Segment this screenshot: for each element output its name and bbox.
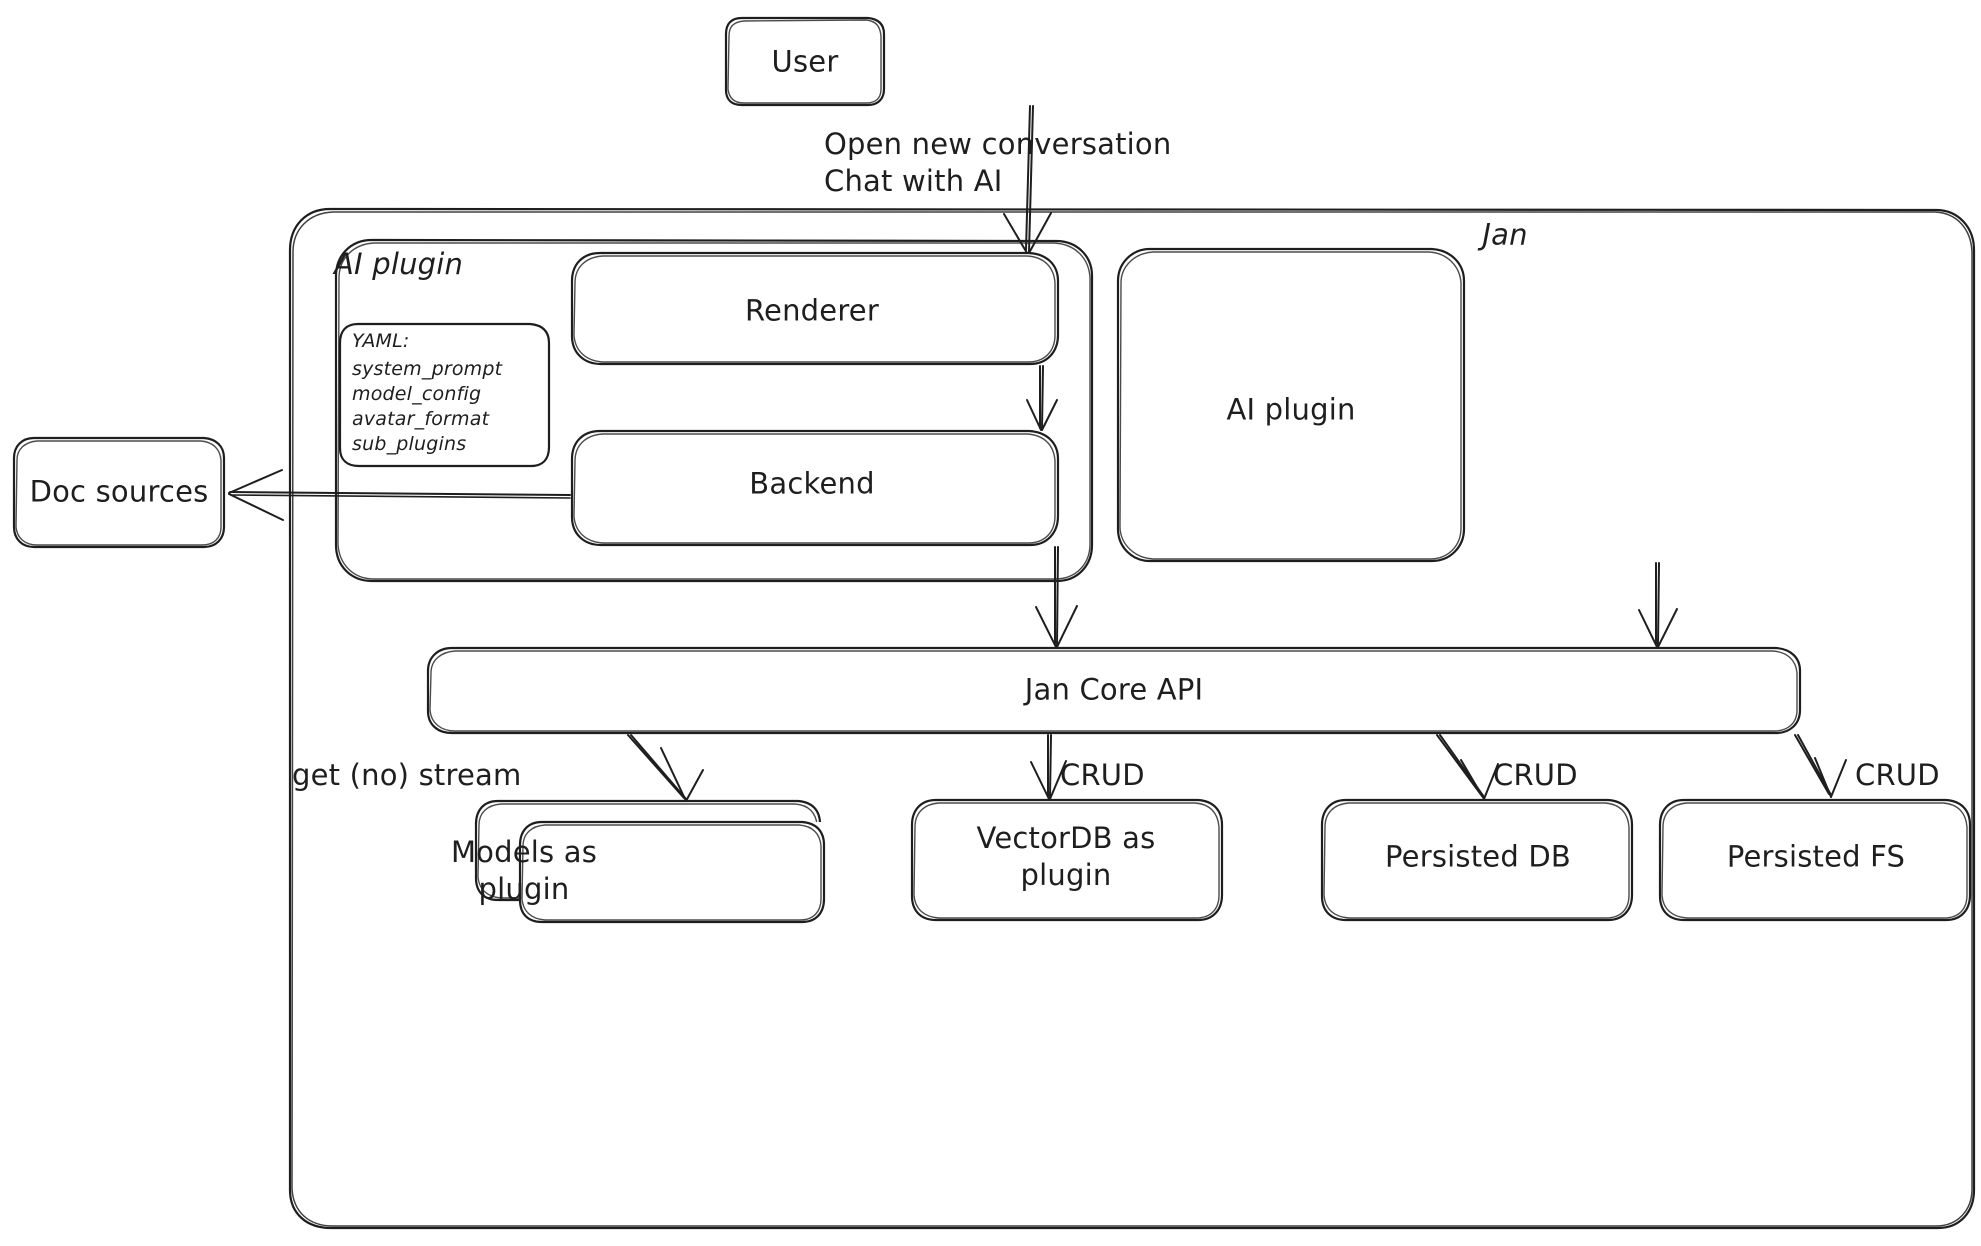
container-ai-plugin-group-label: AI plugin: [334, 247, 464, 281]
edge-core-to-persisted-db: [1436, 734, 1499, 800]
edge-core-to-persisted-db-label: CRUD: [1493, 758, 1578, 792]
container-jan-label: Jan: [1482, 217, 1528, 252]
node-doc-sources-outline: [12, 436, 226, 549]
edge-ai-plugin-to-core: [1638, 562, 1678, 648]
node-yaml-note-item-3: sub_plugins: [352, 433, 467, 455]
node-doc-sources-label: Doc sources: [29, 474, 209, 509]
edge-core-to-persisted-fs-label: CRUD: [1855, 758, 1940, 792]
edge-renderer-to-backend: [1026, 365, 1058, 431]
node-yaml-note-item-2: avatar_format: [352, 408, 490, 430]
node-persisted-db-outline: [1320, 798, 1634, 922]
node-backend-label: Backend: [749, 466, 875, 501]
node-backend-outline: [570, 429, 1060, 547]
node-user-outline: [724, 16, 886, 107]
edge-user-to-renderer: [1003, 105, 1052, 254]
node-persisted-fs-outline: [1658, 798, 1972, 922]
node-user-label: User: [771, 44, 839, 79]
node-ai-plugin-right-label: AI plugin: [1226, 392, 1356, 427]
node-persisted-db-label: Persisted DB: [1385, 839, 1571, 874]
node-models-as-plugin-outline: [518, 820, 826, 924]
node-yaml-note-item-1: model_config: [352, 383, 482, 405]
node-models-as-plugin-label: Models as plugin: [450, 834, 598, 906]
node-jan-core-api-label: Jan Core API: [1024, 672, 1204, 707]
node-renderer-label: Renderer: [745, 293, 879, 328]
edge-core-to-models: [627, 734, 704, 802]
edge-core-to-vectordb-label: CRUD: [1060, 758, 1145, 792]
edge-backend-to-core: [1035, 546, 1078, 648]
node-vectordb-as-plugin-outline: [910, 798, 1224, 922]
node-persisted-fs-label: Persisted FS: [1726, 839, 1906, 874]
edge-core-to-models-label: get (no) stream: [292, 758, 522, 792]
container-jan-outline: [288, 207, 1976, 1230]
node-renderer-outline: [570, 251, 1060, 366]
edge-backend-to-doc-sources: [228, 469, 571, 521]
node-yaml-note-title: YAML:: [352, 330, 410, 352]
node-yaml-note-item-0: system_prompt: [352, 358, 503, 380]
edge-core-to-persisted-fs: [1794, 734, 1847, 798]
edge-user-to-renderer-label: Open new conversation Chat with AI: [824, 127, 1172, 199]
node-vectordb-as-plugin-label: VectorDB as plugin: [976, 820, 1156, 892]
node-jan-core-api-outline: [426, 646, 1802, 735]
node-ai-plugin-right-outline: [1116, 247, 1466, 563]
edge-core-to-vectordb: [1030, 734, 1067, 800]
node-yaml-note-outline: [338, 322, 551, 468]
